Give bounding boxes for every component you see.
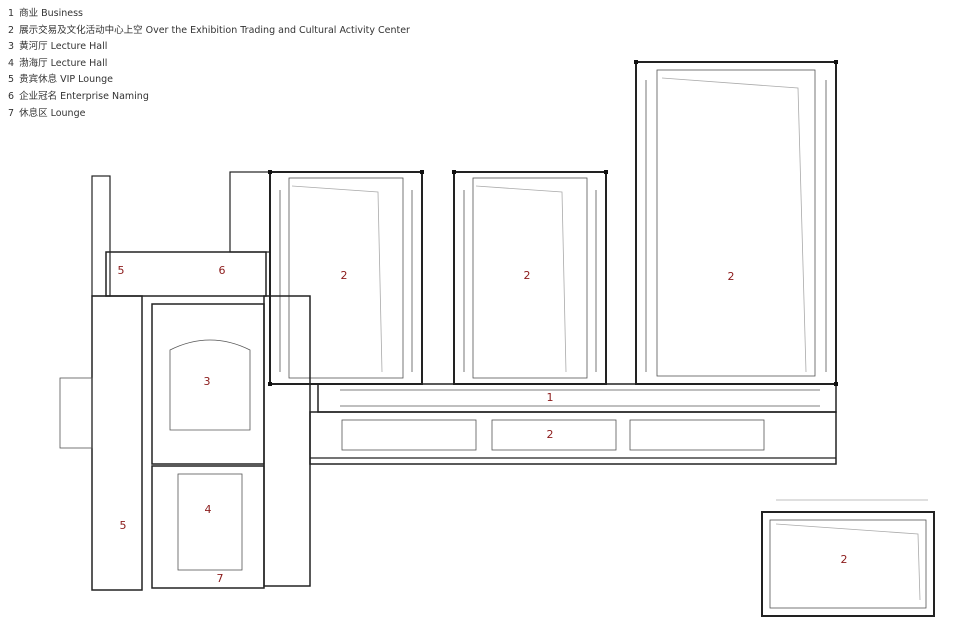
legend-item-1: 1 商业 Business [8,8,83,19]
business-strip [317,383,837,413]
room-label-annex: 2 [841,553,848,566]
room-label-vip-top: 5 [118,264,125,277]
room-label-hall-a: 2 [341,269,348,282]
room-label-lecture-hall-3: 3 [204,375,211,388]
room-label-concourse: 2 [547,428,554,441]
legend-item-7: 7 休息区 Lounge [8,107,86,119]
room-label-lecture-hall-4: 4 [205,503,212,516]
columns [268,60,838,386]
room-label-hall-c: 2 [728,270,735,283]
legend-item-2: 2 展示交易及文化活动中心上空 Over the Exhibition Trad… [8,24,410,36]
legend: 1 商业 Business 2 展示交易及文化活动中心上空 Over the E… [8,6,410,122]
legend-item-4: 4 渤海厅 Lecture Hall [8,57,108,69]
room-label-naming: 6 [219,264,226,277]
legend-item-6: 6 企业冠名 Enterprise Naming [8,90,149,102]
legend-item-3: 3 黄河厅 Lecture Hall [8,41,108,53]
concourse [309,411,837,465]
room-label-lounge: 7 [217,572,224,585]
left-wing [59,171,311,591]
room-label-vip-bottom: 5 [120,519,127,532]
room-label-business: 1 [547,391,554,404]
legend-item-5: 5 贵宾休息 VIP Lounge [8,74,114,86]
hall-c-outline [635,61,837,385]
annex [761,499,935,617]
room-label-hall-b: 2 [524,269,531,282]
